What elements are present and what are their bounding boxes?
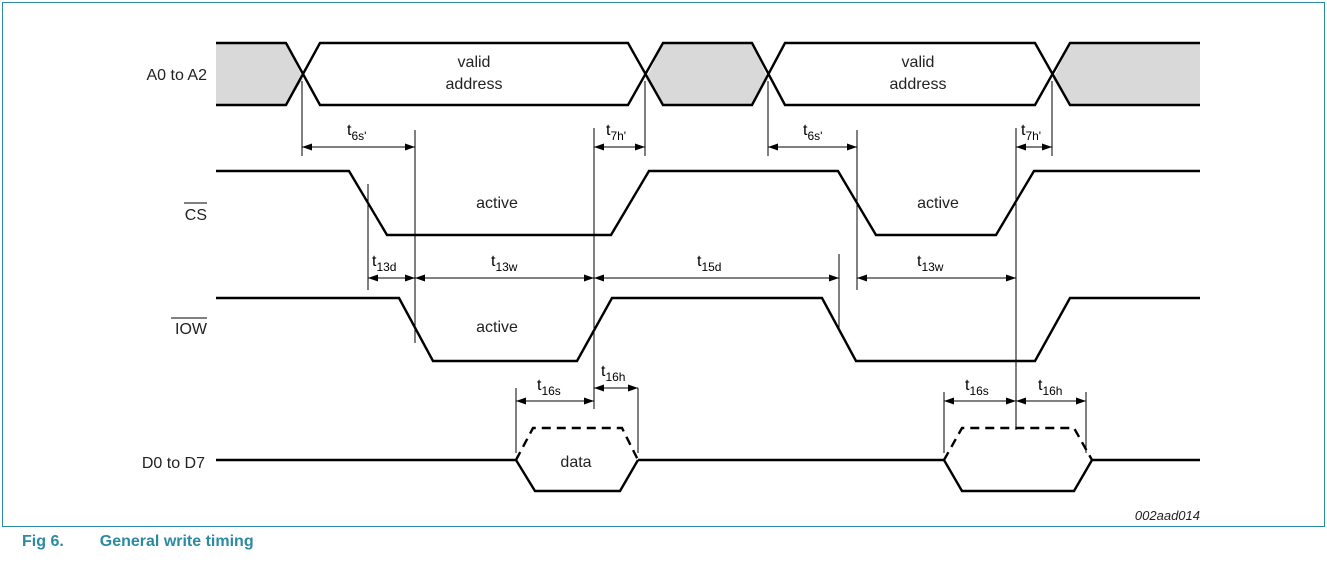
cs-active-label: active bbox=[476, 195, 518, 212]
figure-number: Fig 6. bbox=[22, 533, 64, 550]
figure-caption: Fig 6. General write timing bbox=[22, 533, 254, 551]
figure-frame bbox=[2, 2, 1325, 527]
valid-address-label: address bbox=[446, 76, 503, 93]
address-invalid-region bbox=[646, 43, 768, 105]
data-label: data bbox=[560, 454, 591, 471]
valid-address-label: address bbox=[890, 76, 947, 93]
timing-label-t13w: t13w bbox=[917, 253, 944, 274]
timing-label-t7h: t7h' bbox=[606, 122, 626, 143]
timing-label-t16s: t16s bbox=[965, 377, 989, 398]
cs-waveform bbox=[216, 169, 1200, 237]
timing-label-t13w: t13w bbox=[491, 253, 518, 274]
figure-title: General write timing bbox=[99, 533, 254, 550]
iow-active-label: active bbox=[476, 319, 518, 336]
address-invalid-region bbox=[216, 43, 303, 105]
timing-label-t16h: t16h bbox=[601, 363, 625, 384]
timing-label-t16h: t16h bbox=[1038, 377, 1062, 398]
figure-reference-code: 002aad014 bbox=[1135, 508, 1200, 523]
data-valid-box-dashed bbox=[514, 426, 640, 461]
data-valid-box bbox=[514, 459, 640, 493]
timing-label-t6s: t6s' bbox=[347, 122, 366, 143]
iow-waveform bbox=[216, 296, 1200, 363]
address-waveform bbox=[216, 41, 1200, 107]
data-valid-box-dashed bbox=[942, 426, 1094, 461]
signal-label-data-bus: D0 to D7 bbox=[142, 455, 205, 472]
data-valid-box bbox=[942, 459, 1094, 493]
address-invalid-region bbox=[1053, 43, 1200, 105]
signal-label-iow: IOW bbox=[175, 321, 208, 338]
valid-address-label: valid bbox=[902, 54, 935, 71]
timing-label-t7h: t7h' bbox=[1021, 122, 1041, 143]
timing-label-t16s: t16s bbox=[537, 377, 561, 398]
valid-address-label: valid bbox=[458, 54, 491, 71]
cs-active-label: active bbox=[917, 195, 959, 212]
timing-label-t15d: t15d bbox=[697, 253, 721, 274]
signal-label-cs: CS bbox=[185, 207, 207, 224]
timing-label-t13d: t13d bbox=[372, 253, 396, 274]
signal-label-address: A0 to A2 bbox=[147, 67, 208, 84]
timing-label-t6s: t6s' bbox=[803, 122, 822, 143]
